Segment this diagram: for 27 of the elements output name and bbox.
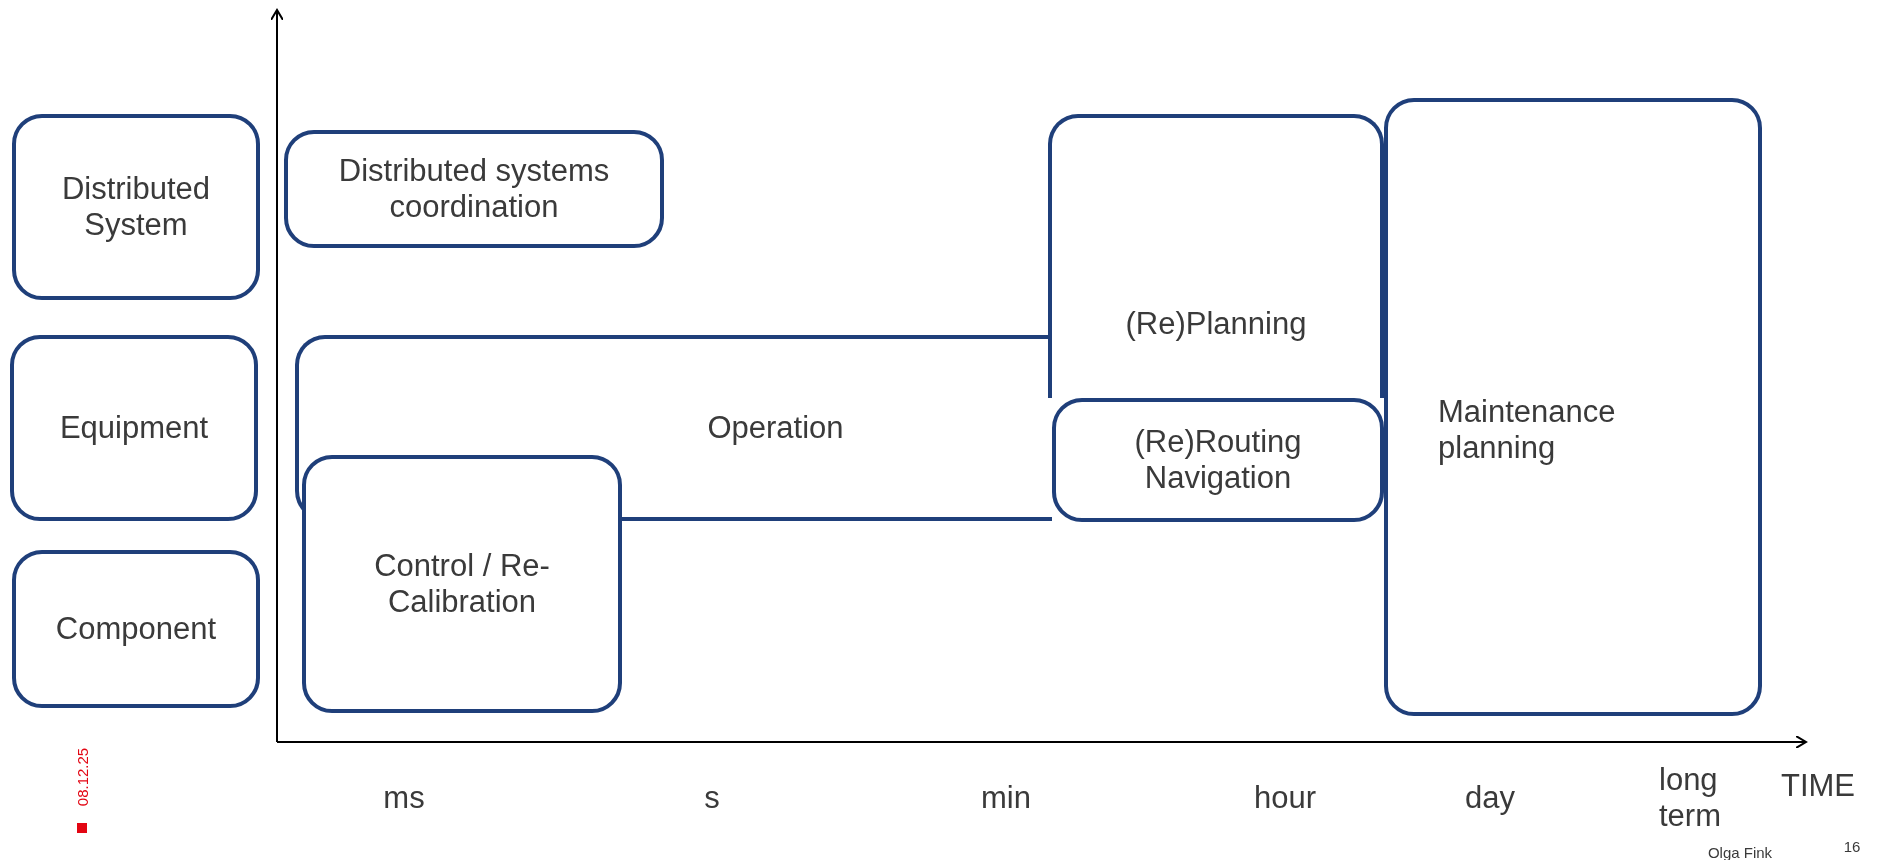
rounded-box [12, 114, 260, 300]
axis-title: TIME [1780, 768, 1856, 804]
tick-label: s [704, 780, 720, 816]
date-label: 08.12.25 [73, 747, 91, 807]
rounded-box [12, 550, 260, 708]
box-label: Distributed systems coordination [337, 153, 611, 225]
rounded-box [302, 455, 622, 713]
rounded-box [284, 130, 664, 248]
tick-label: min [981, 780, 1031, 816]
tick-label: ms [383, 780, 425, 816]
tick-label: day [1465, 780, 1515, 816]
box-label: (Re)Planning [1125, 306, 1307, 342]
author-name: Olga Fink [1707, 843, 1773, 860]
box-label: Component [54, 611, 218, 647]
box-label: (Re)Routing Navigation [1133, 424, 1303, 496]
page-number: 16 [1843, 837, 1861, 855]
box-label: Control / Re-Calibration [373, 548, 551, 620]
rounded-box [1384, 98, 1762, 716]
rounded-box [10, 335, 258, 521]
tick-label: long term [1659, 762, 1722, 834]
box-label: Distributed System [60, 171, 212, 243]
rounded-box [1052, 398, 1384, 522]
tick-label: hour [1254, 780, 1316, 816]
box-label: Equipment [58, 410, 210, 446]
box-label: Operation [707, 410, 844, 446]
box-label: Maintenance planning [1438, 394, 1617, 466]
rounded-box [1048, 114, 1384, 398]
